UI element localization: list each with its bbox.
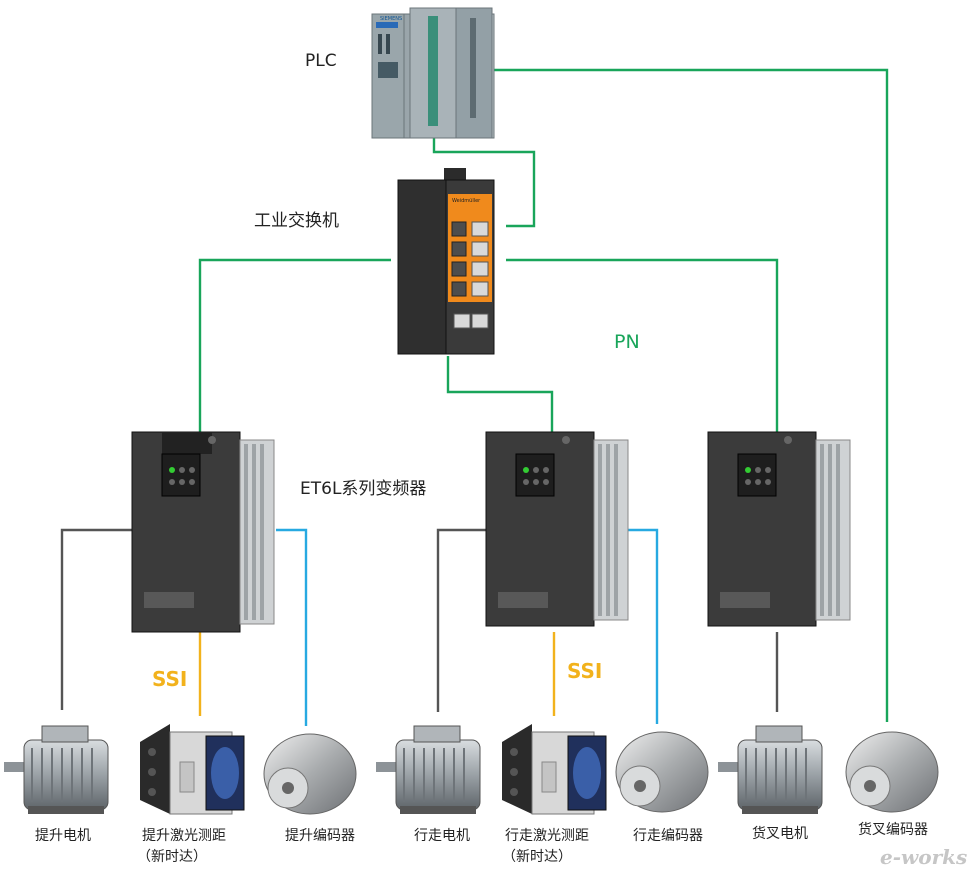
encoder-icon xyxy=(263,733,357,815)
motor-icon xyxy=(718,725,823,814)
motor-link-2 xyxy=(436,528,488,712)
device-label-lift-encoder: 提升编码器 xyxy=(285,828,355,844)
encoder-link-2 xyxy=(626,528,659,724)
switch-inverter1-link xyxy=(198,258,391,432)
device-sub-travel-laser: （新时达） xyxy=(502,849,572,865)
device-sub-lift-laser: （新时达） xyxy=(137,849,207,865)
device-label-travel-motor: 行走电机 xyxy=(414,828,470,844)
device-label-fork-encoder: 货叉编码器 xyxy=(858,821,928,838)
encoder-link-1 xyxy=(276,528,308,726)
ssi-label-2: SSI xyxy=(567,659,602,683)
inverter-icon xyxy=(131,431,275,633)
device-label-travel-encoder: 行走编码器 xyxy=(633,828,703,844)
switch-inverter3-link xyxy=(506,258,779,432)
laser-rangefinder-icon xyxy=(140,724,245,815)
switch-inverter2-link xyxy=(446,356,554,432)
device-label-fork-motor: 货叉电机 xyxy=(752,825,808,842)
inverter-icon xyxy=(707,431,851,627)
watermark: e-works xyxy=(880,845,967,869)
device-label-lift-motor: 提升电机 xyxy=(35,828,91,844)
plc-label: PLC xyxy=(305,51,337,71)
encoder-icon xyxy=(845,731,939,813)
switch-label: 工业交换机 xyxy=(254,211,339,231)
industrial-switch-icon: Weidmüller xyxy=(397,168,495,355)
ssi-label-1: SSI xyxy=(152,667,187,691)
laser-rangefinder-icon xyxy=(502,724,607,815)
inverter-icon xyxy=(485,431,629,627)
inverters-label: ET6L系列变频器 xyxy=(300,479,426,499)
plc-fork-encoder-link xyxy=(494,68,889,722)
encoder-icon xyxy=(615,731,709,813)
motor-link-1 xyxy=(60,528,132,710)
svg-text:SIEMENS: SIEMENS xyxy=(380,16,402,22)
device-label-travel-laser: 行走激光测距 xyxy=(505,827,589,844)
svg-text:Weidmüller: Weidmüller xyxy=(452,198,481,204)
motor-icon xyxy=(376,725,481,814)
device-label-lift-laser: 提升激光测距 xyxy=(142,827,226,844)
plc-icon: SIEMENS xyxy=(371,7,495,139)
motor-icon xyxy=(4,725,109,814)
plc-switch-link xyxy=(432,136,536,228)
network-label: PN xyxy=(614,331,640,353)
